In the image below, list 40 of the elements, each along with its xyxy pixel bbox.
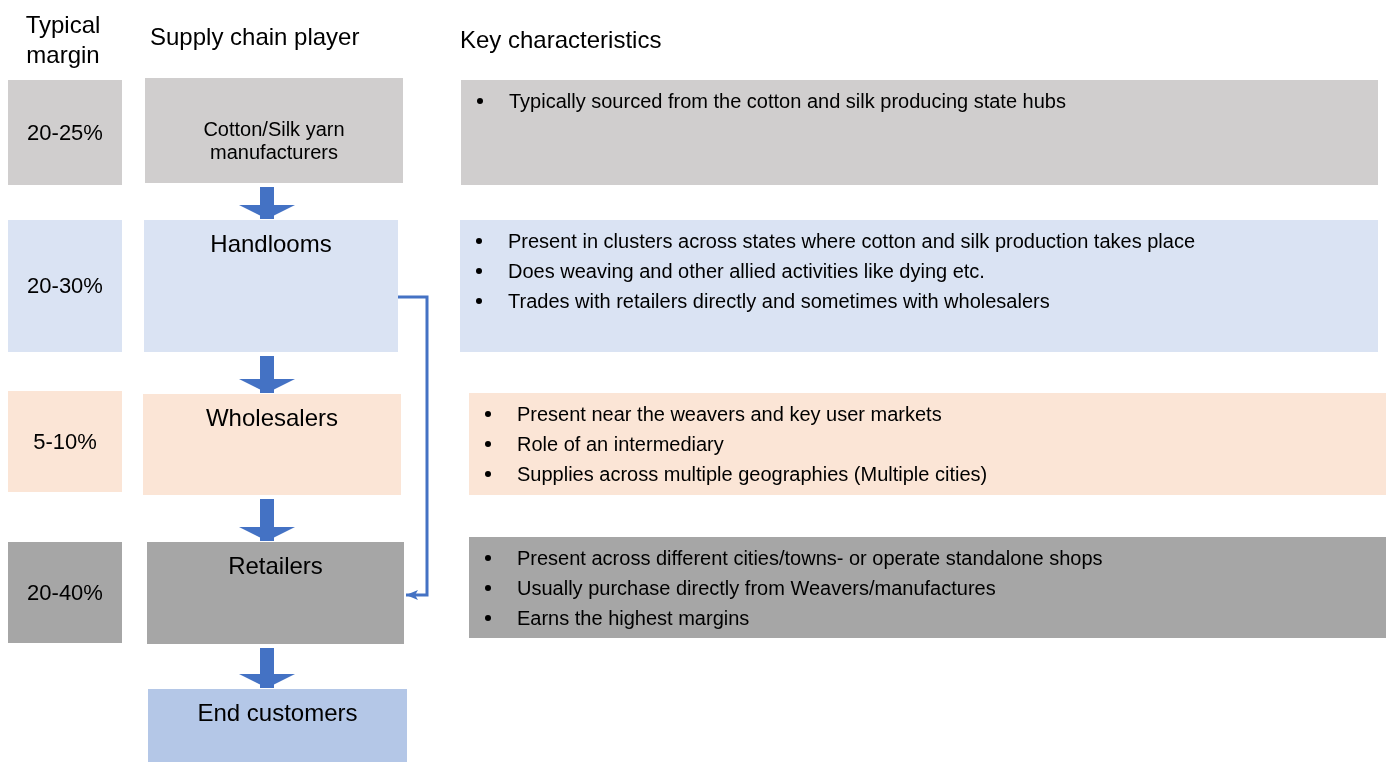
bullet-text: Does weaving and other allied activities like dying etc. [508, 259, 985, 284]
player-name: Cotton/Silk yarn manufacturers [202, 118, 346, 164]
margin-text: 20-30% [27, 273, 103, 299]
bullet-text: Trades with retailers directly and sometimes with wholesalers [508, 289, 1050, 314]
process-box [144, 220, 398, 352]
block-arrow [239, 187, 295, 219]
column-heading: Supply chain player [150, 22, 361, 52]
bullet-text: Present across different cities/towns- or operate standalone shops [517, 546, 1103, 571]
margin-box [8, 220, 122, 352]
bullet-text: Supplies across multiple geographies (Multiple cities) [517, 462, 988, 487]
margin-box [8, 391, 122, 492]
block-arrow [239, 499, 295, 541]
margin-text: 5-10% [33, 428, 97, 455]
margin-box [8, 80, 122, 185]
block-arrow [239, 648, 295, 688]
characteristics-panel [469, 393, 1386, 495]
player-name: End customers [196, 699, 359, 727]
bullet-text: Present near the weavers and key user markets [517, 402, 942, 427]
bullet-text: Usually purchase directly from Weavers/manufactures [517, 576, 996, 601]
column-heading: Key characteristics [460, 25, 663, 55]
bullet-text: Role of an intermediary [517, 432, 724, 457]
column-heading: Typical margin [24, 10, 102, 70]
player-name: Wholesalers [204, 404, 339, 432]
connector-arrow [398, 295, 429, 600]
margin-text: 20-25% [27, 119, 103, 146]
bullet-text: Present in clusters across states where cotton and silk production takes place [508, 229, 1195, 254]
player-name: Handlooms [209, 230, 333, 258]
process-box [145, 78, 403, 183]
margin-box [8, 542, 122, 643]
characteristics-panel [460, 220, 1378, 352]
process-box [143, 394, 401, 495]
block-arrow [239, 356, 295, 393]
characteristics-panel [461, 80, 1378, 185]
process-box [148, 689, 407, 762]
characteristics-panel [469, 537, 1386, 638]
margin-text: 20-40% [27, 579, 103, 606]
process-box [147, 542, 404, 644]
bullet-text: Earns the highest margins [517, 606, 750, 631]
bullet-text: Typically sourced from the cotton and silk producing state hubs [509, 89, 1066, 114]
player-name: Retailers [227, 552, 324, 580]
